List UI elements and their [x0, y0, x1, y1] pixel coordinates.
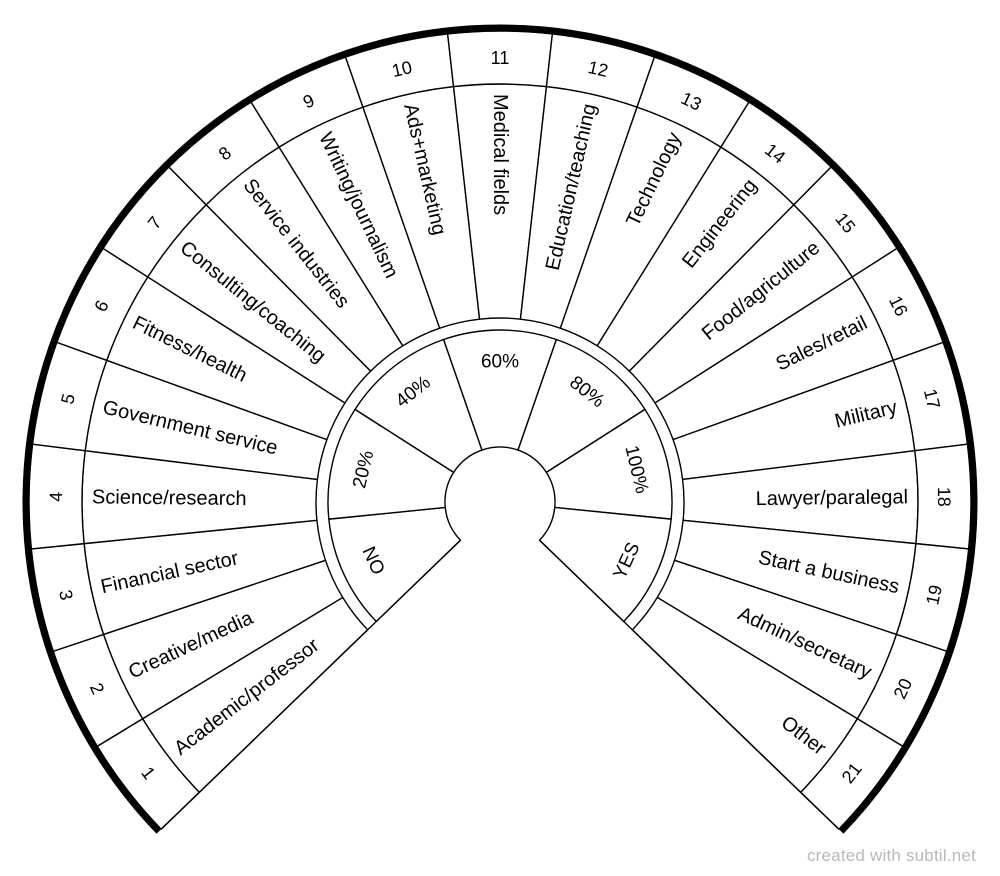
answer-segment	[354, 338, 483, 474]
number-label: 5	[57, 392, 79, 406]
number-label: 3	[55, 588, 77, 602]
answer-segment	[538, 506, 672, 623]
chart-rings	[28, 30, 972, 830]
answer-label: 60%	[481, 352, 519, 373]
career-label: Lawyer/paralegal	[756, 486, 909, 510]
career-label: Medical fields	[489, 94, 511, 215]
fan-edge-line	[160, 539, 461, 830]
answer-segment	[545, 408, 673, 520]
number-label: 11	[491, 48, 510, 68]
career-label: Science/research	[92, 486, 247, 510]
number-label: 4	[46, 492, 66, 502]
number-label: 12	[586, 57, 610, 81]
chart-edges	[22, 24, 978, 834]
answer-segment	[328, 506, 462, 623]
fan-edge-line	[539, 539, 840, 830]
answer-segment	[517, 338, 646, 474]
number-label: 19	[922, 583, 946, 607]
answer-segment	[327, 408, 455, 520]
number-label: 18	[934, 487, 954, 507]
outer-border-arc	[22, 24, 978, 834]
watermark: created with subtil.net	[806, 846, 976, 865]
number-label: 17	[920, 387, 944, 411]
number-label: 10	[390, 57, 414, 81]
